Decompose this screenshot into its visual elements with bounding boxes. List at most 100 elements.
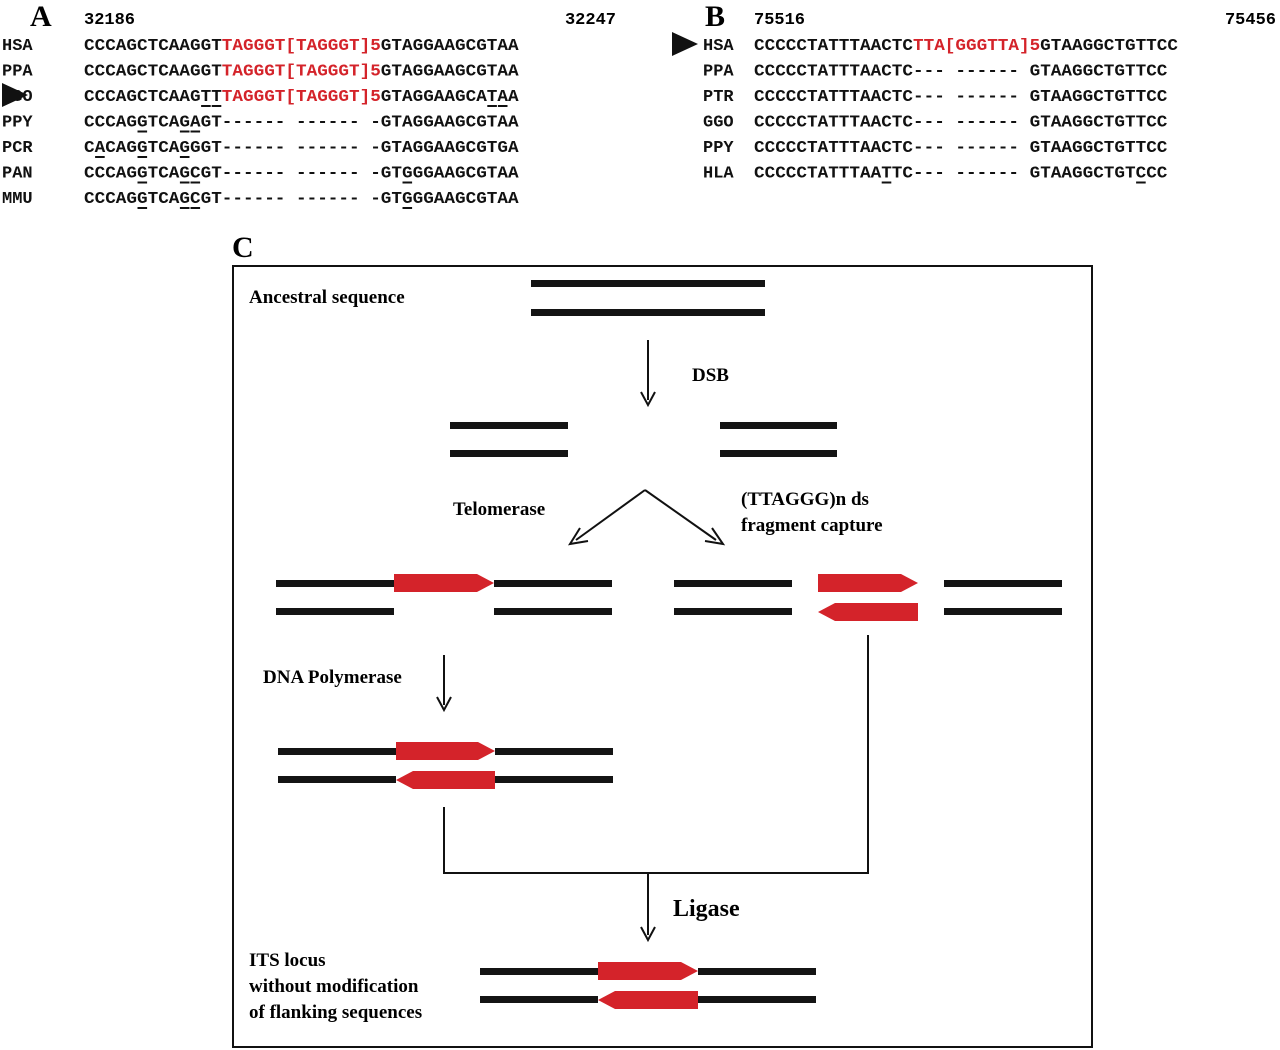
ancestral-duplex [531,280,765,316]
sequence-segment: CCCCCTATTTAATTC--- ------ GTAAGGCTGTCCC [754,165,1167,184]
sequence-segment: CCCAGCTCAAGGT [84,37,222,56]
strand [495,776,613,783]
sequence-segment: CCCCCTATTTAACTC--- ------ GTAAGGCTGTTCC [754,88,1167,107]
species-label: GGO [703,114,734,133]
telomeric-insert-forward [396,742,495,760]
panel-a-letter: A [30,0,52,33]
sequence-segment: GTAGGAAGCATAA [381,88,520,107]
capture-product [674,574,1062,621]
strand [720,422,837,429]
strand [278,748,396,755]
sequence-row: CACAGGTCAGGGT------ ------ -GTAGGAAGCGTG… [84,139,519,158]
panel-a-position-start: 32186 [84,11,135,30]
species-label: HSA [2,37,33,56]
strand [278,776,396,783]
strand [480,968,598,975]
panel-b-position-start: 75516 [754,11,805,30]
label-capture-line2: fragment capture [741,515,883,536]
strand [674,580,792,587]
panel-b-position-end: 75456 [1225,11,1276,30]
panel-c-frame [232,265,1093,1048]
strand [276,580,394,587]
panel-a-position-end: 32247 [565,11,616,30]
sequence-segment: GTAGGAAGCGTAA [381,63,520,82]
telomeric-repeat: TAGGGT[TAGGGT]5 [222,88,381,107]
sequence-segment: CCCCCTATTTAACTC [754,37,913,56]
telomerase-product [276,574,612,615]
label-its-line1: ITS locus [249,950,326,971]
label-telomerase: Telomerase [453,499,545,520]
panel-c-letter: C [232,231,254,264]
label-ancestral-sequence: Ancestral sequence [249,287,405,308]
filled-duplex [278,742,613,789]
sequence-row: CCCCCTATTTAATTC--- ------ GTAAGGCTGTCCC [754,165,1167,184]
label-its-line2: without modification [249,976,419,997]
telomeric-repeat: TTA[GGGTTA]5 [913,37,1040,56]
fork-left-arm [575,489,646,541]
fork-right-head [704,527,726,546]
sequence-segment: CCCAGGTCAGCGT------ ------ -GTGGGAAGCGTA… [84,190,519,209]
strand [698,996,816,1003]
sequence-segment: GTAAGGCTGTTCC [1040,37,1178,56]
strand [674,608,792,615]
sequence-row: CCCAGGTCAGCGT------ ------ -GTGGGAAGCGTA… [84,165,519,184]
arrow-polymerase-head [436,696,452,713]
telomeric-repeat: TAGGGT[TAGGGT]5 [222,63,381,82]
strand [531,280,765,287]
species-label: PPY [2,114,33,133]
species-label: PPA [2,63,33,82]
strand [494,608,612,615]
sequence-segment: CCCCCTATTTAACTC--- ------ GTAAGGCTGTTCC [754,114,1167,133]
sequence-row: CCCCCTATTTAACTC--- ------ GTAAGGCTGTTCC [754,114,1167,133]
panel-b-letter: B [705,0,725,33]
its-locus [480,962,816,1009]
arrow-ligase-head [640,926,656,943]
sequence-segment: CCCAGGTCAGAGT------ ------ -GTAGGAAGCGTA… [84,114,519,133]
broken-duplex-right [720,422,837,457]
species-label: HSA [703,37,734,56]
strand [720,450,837,457]
strand [450,450,568,457]
sequence-segment: CCCAGCTCAAGGT [84,63,222,82]
arrow-dsb-head [640,391,656,408]
sequence-row: CCCCCTATTTAACTC--- ------ GTAAGGCTGTTCC [754,63,1167,82]
sequence-segment: GTAGGAAGCGTAA [381,37,520,56]
arrowhead-marker [672,32,698,56]
strand [480,996,598,1003]
species-label: PTR [703,88,734,107]
fork-right-arm [644,489,717,541]
telomeric-insert-forward [598,962,698,980]
telomeric-fragment-forward [818,574,918,592]
sequence-segment: CCCCCTATTTAACTC--- ------ GTAAGGCTGTTCC [754,139,1167,158]
label-ligase: Ligase [673,896,740,922]
join-connector [443,635,869,874]
species-label: PAN [2,165,33,184]
label-its-line3: of flanking sequences [249,1002,422,1023]
species-label: MMU [2,190,33,209]
species-label: HLA [703,165,734,184]
sequence-row: CCCAGGTCAGAGT------ ------ -GTAGGAAGCGTA… [84,114,519,133]
fork-left-head [567,527,589,546]
species-label: PPY [703,139,734,158]
sequence-segment: CCCAGCTCAAGTT [84,88,222,107]
strand [494,580,612,587]
label-dsb: DSB [692,365,729,386]
sequence-row: CCCAGGTCAGCGT------ ------ -GTGGGAAGCGTA… [84,190,519,209]
telomeric-insert-reverse [396,771,495,789]
strand [450,422,568,429]
label-dna-polymerase: DNA Polymerase [263,667,402,688]
telomeric-insert-forward [394,574,494,592]
sequence-segment: CCCAGGTCAGCGT------ ------ -GTGGGAAGCGTA… [84,165,519,184]
strand [531,309,765,316]
label-capture-line1: (TTAGGG)n ds [741,489,869,510]
species-label: PPA [703,63,734,82]
sequence-segment: CCCCCTATTTAACTC--- ------ GTAAGGCTGTTCC [754,63,1167,82]
species-label: PCR [2,139,33,158]
strand [698,968,816,975]
